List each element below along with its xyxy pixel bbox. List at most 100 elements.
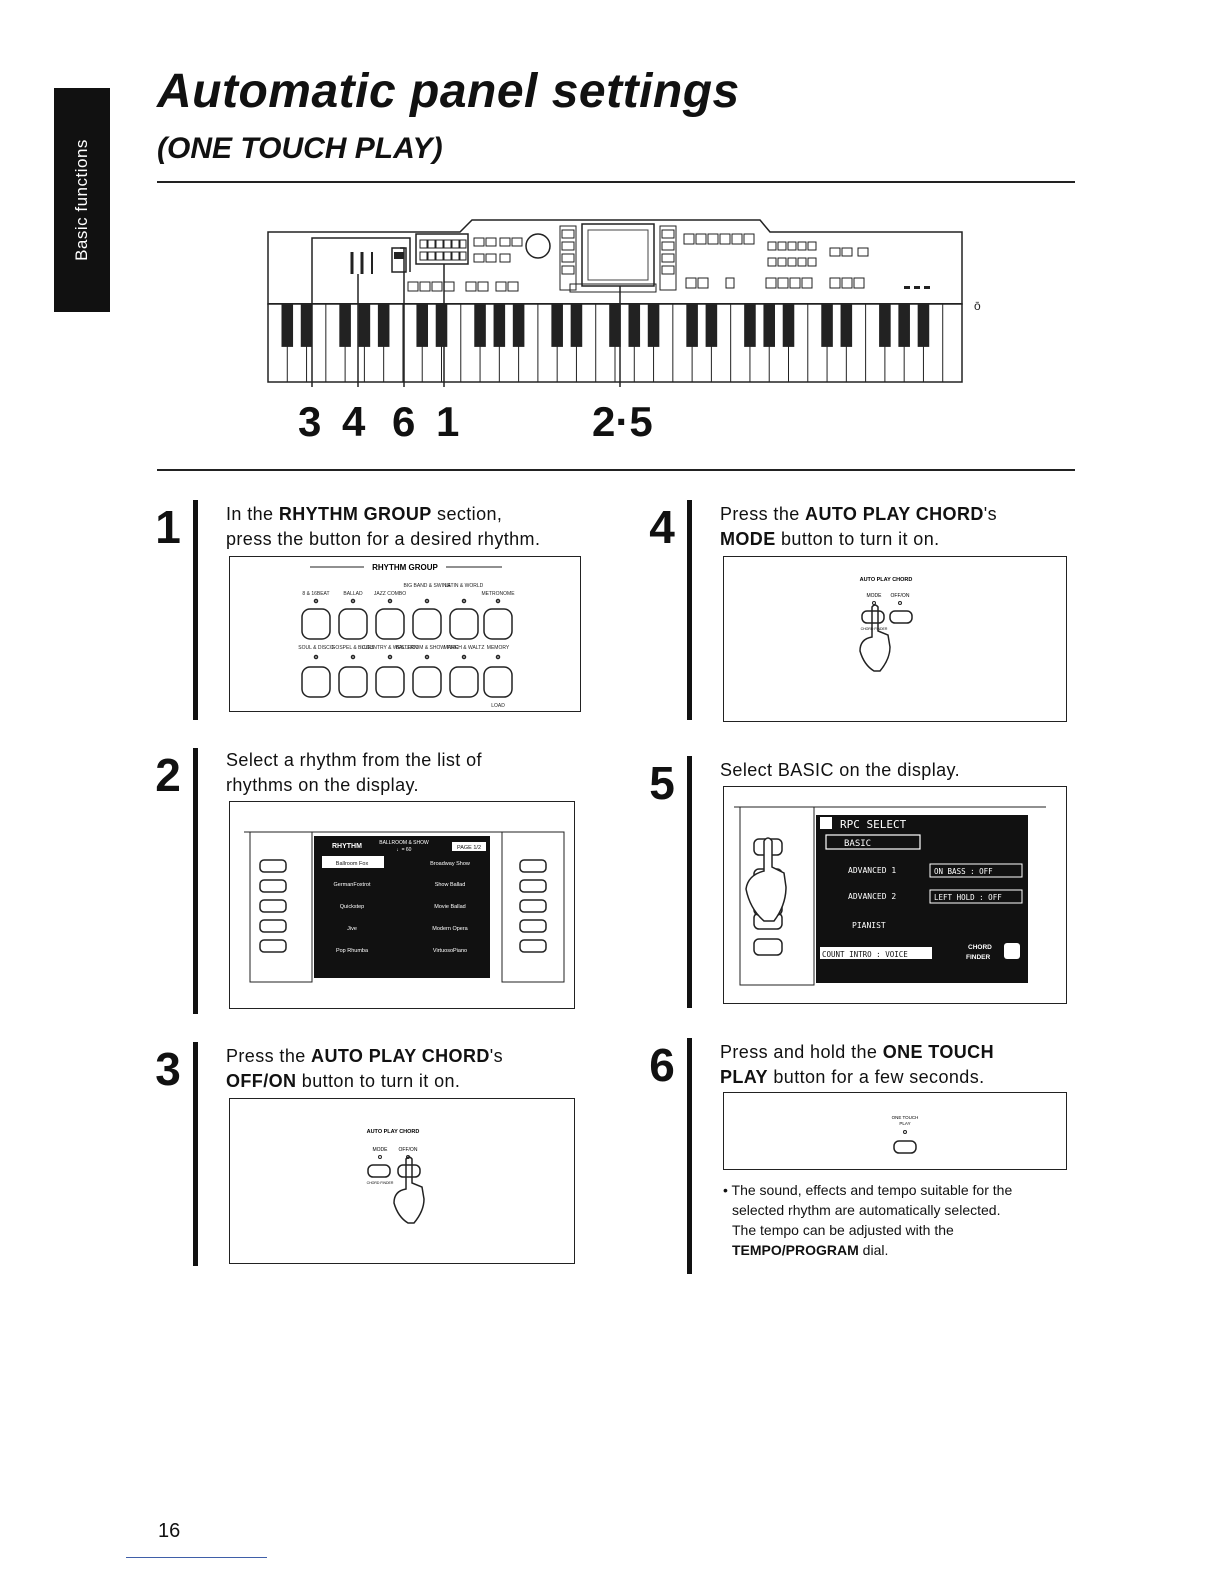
step-6-text: Press and hold the ONE TOUCH PLAY button… [720,1042,994,1087]
step-3-bar [193,1042,198,1266]
svg-text:Show Ballad: Show Ballad [435,882,466,888]
step-6-bar [687,1038,692,1274]
apc-mode-button-2[interactable] [861,610,885,624]
rhythm-button-11[interactable] [449,666,479,698]
black-key [705,304,718,347]
svg-text:METRONOME: METRONOME [481,591,515,597]
svg-text:FINDER: FINDER [966,954,991,961]
section-tab-label: Basic functions [72,139,91,261]
svg-text:BASIC: BASIC [844,839,871,849]
page-number: 16 [158,1520,181,1542]
section-tab: Basic functions [54,88,110,312]
black-key [339,304,351,347]
title-rule [157,181,1075,183]
rhythm-button-6[interactable] [483,608,513,640]
hand-pointer-icon [393,1156,425,1224]
step-3-number: 3 [155,1043,181,1095]
black-key [435,304,448,347]
black-key [763,304,776,347]
rhythm-button-5[interactable] [449,608,479,640]
rhythm-button-4[interactable] [412,608,442,640]
callout-2-5: 2·5 [592,398,653,445]
rhythm-button-7[interactable] [301,666,331,698]
one-touch-play-button[interactable] [893,1140,917,1154]
svg-text:ADVANCED 2: ADVANCED 2 [848,892,896,901]
svg-text:ō: ō [974,299,981,313]
step-5-text: Select BASIC on the display. [720,760,960,780]
step-5-bar [687,756,692,1008]
rhythm-button-9[interactable] [375,666,405,698]
svg-text:CHORD: CHORD [968,944,992,951]
svg-text:AUTO PLAY CHORD: AUTO PLAY CHORD [367,1129,420,1135]
svg-text:BIG BAND & SWING: BIG BAND & SWING [404,583,451,589]
svg-text:BALLROOM & SHOW: BALLROOM & SHOW [379,840,429,846]
svg-text:OFF/ON: OFF/ON [891,593,910,599]
black-key [917,304,930,347]
black-key [493,304,506,347]
black-key [512,304,525,347]
keyboard-illustration: ō [267,219,981,387]
svg-text:LEFT HOLD : OFF: LEFT HOLD : OFF [934,893,1002,902]
apc-offon-panel: AUTO PLAY CHORD MODE OFF/ON CHORD FINDER [229,1098,575,1264]
black-key [647,304,660,347]
black-key [300,304,313,347]
svg-text:MARCH & WALTZ: MARCH & WALTZ [444,645,485,651]
apc-mode-diagram: AUTO PLAY CHORD MODE OFF/ON CHORD FINDER [859,577,913,672]
rhythm-button-10[interactable] [412,666,442,698]
svg-text:JAZZ COMBO: JAZZ COMBO [374,591,406,597]
rhythm-button-3[interactable] [375,608,405,640]
svg-text:LOAD: LOAD [491,703,505,709]
svg-text:GermanFoxtrot: GermanFoxtrot [334,882,371,888]
svg-text:GOSPEL & BLUES: GOSPEL & BLUES [332,645,376,651]
svg-text:Quickstep: Quickstep [340,904,364,910]
step-3-text: Press the AUTO PLAY CHORD's OFF/ON butto… [226,1046,503,1091]
step-2-bar [193,748,198,1014]
step-1-text: In the RHYTHM GROUP section, press the b… [226,504,541,549]
rhythm-group-diagram: RHYTHM GROUP 8 & 16BEAT BALLAD JAZZ COMB… [298,563,515,709]
hand-pointer-icon-2 [859,604,891,672]
black-key [377,304,390,347]
step-2-text: Select a rhythm from the list of rhythms… [226,750,482,795]
black-key [609,304,621,347]
black-key [821,304,833,347]
rhythm-group-title: RHYTHM GROUP [372,563,438,572]
svg-text:LATIN & WORLD: LATIN & WORLD [445,583,484,589]
apc-mode-panel: AUTO PLAY CHORD MODE OFF/ON CHORD FINDER [723,556,1067,722]
black-key [879,304,891,347]
svg-text:Broadway Show: Broadway Show [430,861,470,867]
rhythm-button-12[interactable] [483,666,513,698]
black-key [840,304,853,347]
svg-text:ADVANCED 1: ADVANCED 1 [848,866,896,875]
rhythm-button-8[interactable] [338,666,368,698]
rhythm-button-2[interactable] [338,608,368,640]
step-6-note: • The sound, effects and tempo suitable … [723,1182,1013,1258]
svg-text:MODE: MODE [867,593,883,599]
apc-mode-button[interactable] [367,1164,391,1178]
svg-text:BALLAD: BALLAD [343,591,363,597]
svg-text:8 & 16BEAT: 8 & 16BEAT [302,591,329,597]
svg-text:Modern Opera: Modern Opera [432,926,468,932]
svg-text:COUNT INTRO : VOICE: COUNT INTRO : VOICE [822,950,908,959]
step-4-bar [687,500,692,720]
svg-text:BALLROOM & SHOW TIME: BALLROOM & SHOW TIME [396,645,459,651]
svg-text:PLAY: PLAY [899,1121,910,1126]
apc-offon-button[interactable] [397,1164,421,1178]
step-4-text: Press the AUTO PLAY CHORD's MODE button … [720,504,997,549]
svg-text:PIANIST: PIANIST [852,921,886,930]
apc-offon-button-2[interactable] [889,610,913,624]
step-2-number: 2 [155,749,181,801]
svg-text:ONE TOUCH: ONE TOUCH [892,1115,919,1120]
rhythm-group-panel: RHYTHM GROUP 8 & 16BEAT BALLAD JAZZ COMB… [229,556,581,712]
svg-text:AUTO PLAY CHORD: AUTO PLAY CHORD [860,577,913,583]
step-4-number: 4 [649,501,675,553]
black-key [782,304,795,347]
one-touch-diagram: ONE TOUCH PLAY [892,1115,919,1154]
footer-line [126,1557,267,1558]
rpc-display-panel: RPC SELECT BASIC ADVANCED 1 ADVANCED 2 P… [723,786,1067,1004]
svg-text:MEMORY: MEMORY [487,645,510,651]
svg-text:VirtuosoPiano: VirtuosoPiano [433,948,467,954]
one-touch-panel: ONE TOUCH PLAY [723,1092,1067,1170]
rhythm-button-1[interactable] [301,608,331,640]
rpc-display-diagram: RPC SELECT BASIC ADVANCED 1 ADVANCED 2 P… [734,806,1046,986]
black-key [686,304,698,347]
